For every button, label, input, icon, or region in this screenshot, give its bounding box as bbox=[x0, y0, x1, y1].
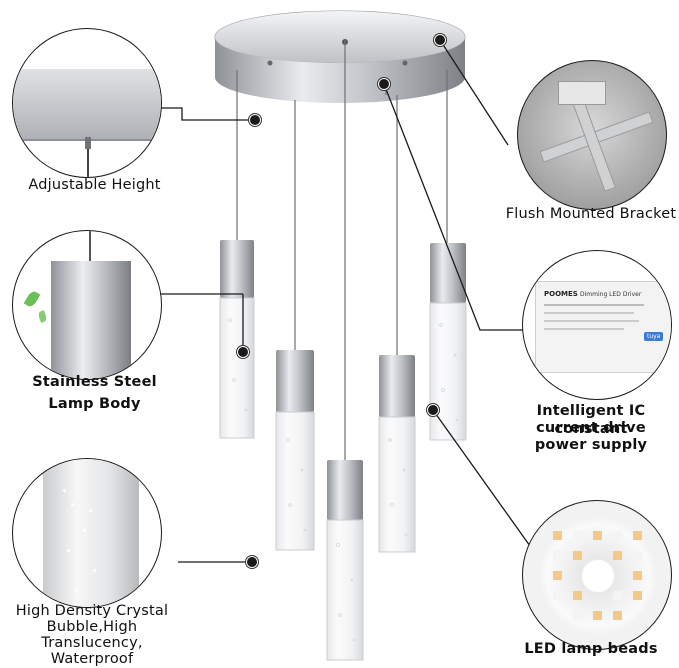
bracket-detail bbox=[517, 60, 667, 210]
callout-lines bbox=[148, 39, 541, 563]
driver-box: POOMES Dimming LED Driver tuya bbox=[535, 281, 671, 373]
gripper-closeup bbox=[85, 137, 91, 149]
callout-dot-bracket bbox=[434, 34, 446, 46]
callout-dot-lamp-body bbox=[237, 346, 249, 358]
label-crystal-line1: High Density Crystal bbox=[15, 603, 169, 619]
leaf-icon bbox=[23, 289, 41, 309]
power-supply-detail: POOMES Dimming LED Driver tuya bbox=[522, 250, 672, 400]
driver-title: Dimming LED Driver bbox=[580, 291, 642, 298]
canopy-closeup bbox=[13, 69, 161, 141]
label-crystal-line4: Waterproof bbox=[50, 651, 134, 667]
label-ic-line1: Intelligent IC constant bbox=[536, 403, 646, 437]
pendants bbox=[219, 240, 467, 661]
led-beads-detail bbox=[522, 500, 672, 650]
led-beads bbox=[553, 531, 562, 540]
label-crystal-line3: Translucency, bbox=[41, 635, 143, 651]
crystal-detail bbox=[12, 458, 162, 608]
callout-dot-power-supply bbox=[378, 78, 390, 90]
label-crystal-line2: Bubble,High bbox=[46, 619, 138, 635]
callout-dot-led bbox=[427, 404, 439, 416]
adjustable-height-detail bbox=[12, 28, 162, 178]
label-stainless-line1: Stainless Steel bbox=[32, 374, 157, 390]
lamp-body-closeup bbox=[51, 261, 131, 379]
label-ic-line2: current drive bbox=[536, 420, 646, 436]
label-stainless-line2: Lamp Body bbox=[48, 396, 141, 412]
lamp-body-detail bbox=[12, 230, 162, 380]
leaf-icon bbox=[37, 310, 48, 323]
label-led-beads: LED lamp beads bbox=[524, 641, 658, 657]
callout-dot-height bbox=[249, 114, 261, 126]
driver-brand: POOMES bbox=[544, 290, 578, 298]
label-ic-line3: power supply bbox=[534, 437, 648, 453]
callout-dot-crystal bbox=[246, 556, 258, 568]
label-adjustable-height: Adjustable Height bbox=[28, 177, 161, 193]
canopy bbox=[214, 10, 466, 103]
cords bbox=[236, 40, 448, 460]
crystal-closeup bbox=[43, 459, 139, 607]
tuya-badge: tuya bbox=[644, 332, 664, 341]
label-flush-bracket: Flush Mounted Bracket bbox=[505, 206, 677, 222]
cord-closeup bbox=[87, 149, 89, 177]
